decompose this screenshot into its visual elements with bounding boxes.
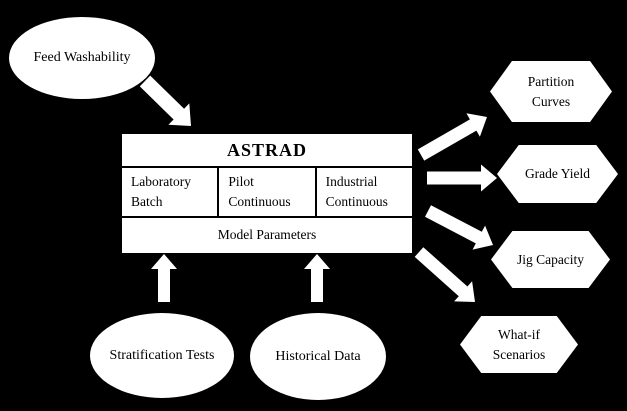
historical-data-node: Historical Data (250, 313, 386, 400)
pilot-continuous-cell: Pilot Continuous (217, 168, 314, 216)
laboratory-batch-cell: Laboratory Batch (131, 174, 191, 209)
model-parameters-cell: Model Parameters (122, 216, 412, 251)
grade-yield-label: Grade Yield (524, 166, 591, 181)
stratification-tests-label: Stratification Tests (109, 347, 215, 363)
feed-washability-node: Feed Washability (9, 17, 155, 99)
partition-curves-label: Partition Curves (527, 73, 575, 109)
historical-to-astrad-arrow (304, 254, 330, 302)
astrad-to-grade-yield-arrow (427, 164, 497, 192)
industrial-continuous-cell: Industrial Continuous (314, 168, 412, 216)
astrad-to-partition-curves-arrow (417, 113, 487, 161)
historical-data-label: Historical Data (275, 348, 361, 364)
feed-to-astrad-arrow (139, 75, 191, 126)
feed-washability-label: Feed Washability (33, 50, 131, 65)
astrad-model-columns: Laboratory Batch Pilot Continuous Indust… (122, 168, 412, 216)
what-if-scenarios-label: What-if Scenarios (492, 326, 546, 362)
astrad-title: ASTRAD (122, 134, 412, 168)
astrad-to-what-if-arrow (414, 247, 475, 302)
astrad-box: ASTRAD Laboratory Batch Pilot Continuous… (122, 134, 412, 253)
jig-capacity-label: Jig Capacity (516, 251, 585, 267)
what-if-scenarios-node: What-if Scenarios (460, 316, 578, 373)
jig-capacity-node: Jig Capacity (491, 231, 610, 288)
stratification-to-astrad-arrow (151, 254, 177, 302)
astrad-to-jig-capacity-arrow (425, 205, 493, 250)
grade-yield-node: Grade Yield (497, 145, 618, 203)
partition-curves-node: Partition Curves (490, 61, 612, 122)
stratification-tests-node: Stratification Tests (90, 313, 234, 398)
